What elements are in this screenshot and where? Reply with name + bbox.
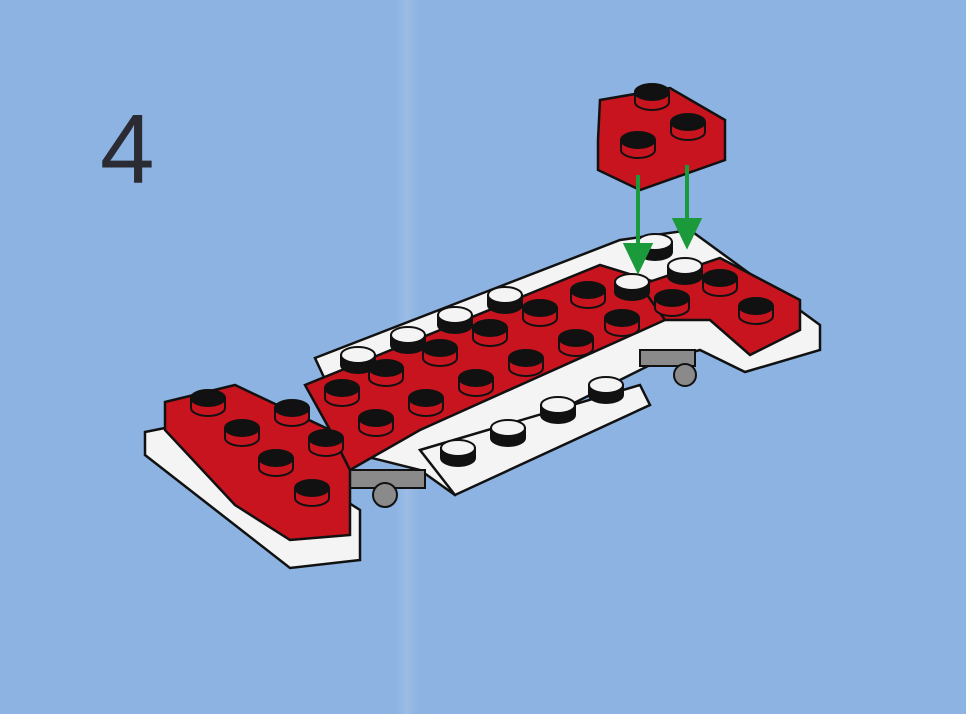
stud xyxy=(258,449,294,477)
arrow-right-head xyxy=(671,218,703,250)
stud xyxy=(604,309,640,337)
stud xyxy=(340,346,376,374)
stud xyxy=(490,419,526,447)
stud xyxy=(670,113,706,141)
stud xyxy=(702,269,738,297)
stud xyxy=(472,319,508,347)
placement-arrows xyxy=(622,165,703,275)
stud xyxy=(190,389,226,417)
axle-pin-left xyxy=(372,482,398,508)
stud xyxy=(390,326,426,354)
stud xyxy=(368,359,404,387)
stud xyxy=(667,257,703,285)
stud xyxy=(458,369,494,397)
stud xyxy=(570,281,606,309)
stud xyxy=(324,379,360,407)
stud xyxy=(620,131,656,159)
stud xyxy=(408,389,444,417)
stud xyxy=(634,83,670,111)
stud xyxy=(422,339,458,367)
stud xyxy=(522,299,558,327)
stud xyxy=(508,349,544,377)
step-number: 4 xyxy=(100,94,155,204)
axle-pin-right xyxy=(673,363,697,387)
stud xyxy=(294,479,330,507)
stud xyxy=(588,376,624,404)
arrow-left-head xyxy=(622,243,654,275)
stud xyxy=(308,429,344,457)
stud xyxy=(274,399,310,427)
stud xyxy=(358,409,394,437)
stud xyxy=(614,273,650,301)
stud xyxy=(654,289,690,317)
stud xyxy=(487,286,523,314)
stud xyxy=(224,419,260,447)
stud xyxy=(440,439,476,467)
stud xyxy=(738,297,774,325)
stud xyxy=(558,329,594,357)
studs xyxy=(190,83,774,507)
stud xyxy=(437,306,473,334)
stud xyxy=(540,396,576,424)
